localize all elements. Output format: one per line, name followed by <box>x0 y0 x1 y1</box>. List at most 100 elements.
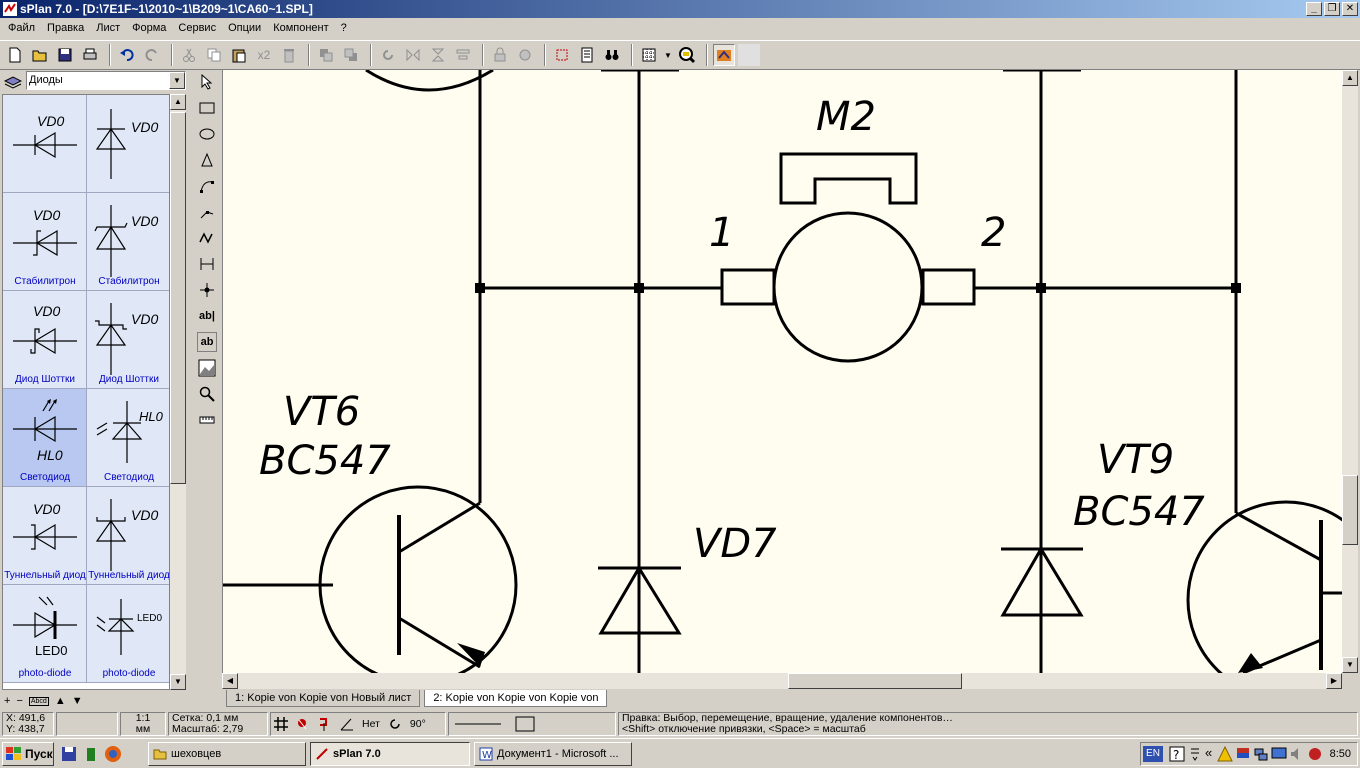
ungroup-icon[interactable] <box>514 44 536 66</box>
move-down-button[interactable]: ▼ <box>71 695 83 707</box>
save-icon[interactable] <box>54 44 76 66</box>
horizontal-scroll-thumb[interactable] <box>788 673 962 689</box>
library-item-tunnel[interactable]: VD0 Туннельный диод <box>3 487 87 585</box>
line-width-preview-icon[interactable] <box>455 722 501 726</box>
tray-expand-chevron-icon[interactable]: « <box>1205 745 1213 760</box>
library-item-schottky-vertical[interactable]: VD0 Диод Шоттки <box>87 291 169 389</box>
scroll-down-arrow-icon[interactable]: ▼ <box>170 674 186 690</box>
add-library-button[interactable]: + <box>4 695 11 707</box>
new-file-icon[interactable] <box>4 44 26 66</box>
menu-service[interactable]: Сервис <box>178 22 217 34</box>
wire-tool-icon[interactable] <box>197 228 217 248</box>
menu-help[interactable]: ? <box>340 22 347 34</box>
sheet-tab-2[interactable]: 2: Kopie von Kopie von Kopie von <box>424 690 608 707</box>
library-item-schottky[interactable]: VD0 Диод Шоттки <box>3 291 87 389</box>
menu-component[interactable]: Компонент <box>273 22 329 34</box>
save-quicklaunch-icon[interactable] <box>60 745 78 763</box>
rotate-icon[interactable] <box>377 44 399 66</box>
taskbar-word[interactable]: W Документ1 - Microsoft ... <box>474 742 632 766</box>
library-item-zener-vertical[interactable]: VD0 Стабилитрон <box>87 193 169 291</box>
binoculars-icon[interactable] <box>601 44 623 66</box>
grid-dropdown-chevron-down-icon[interactable]: ▼ <box>664 50 672 60</box>
help-icon[interactable]: ? <box>1169 746 1185 762</box>
rectangle-tool-icon[interactable] <box>197 98 217 118</box>
drawing-canvas[interactable]: M2 1 2 VT6 BC547 VD7 VT9 BC547 <box>222 70 1342 673</box>
magnifier-tool-icon[interactable] <box>197 384 217 404</box>
remove-library-button[interactable]: − <box>16 695 23 707</box>
polygon-tool-icon[interactable] <box>197 150 217 170</box>
security-tray-icon[interactable] <box>1307 746 1323 762</box>
pointer-tool-icon[interactable] <box>197 72 217 92</box>
zoom-icon[interactable] <box>676 44 698 66</box>
library-item-diode[interactable]: VD0 <box>3 95 87 193</box>
ellipse-tool-icon[interactable] <box>197 124 217 144</box>
ruler-tool-icon[interactable] <box>197 410 217 430</box>
open-folder-icon[interactable] <box>29 44 51 66</box>
cut-icon[interactable] <box>178 44 200 66</box>
vertical-scroll-thumb[interactable] <box>1342 475 1358 545</box>
rotation-step-value[interactable]: 90° <box>409 717 426 730</box>
close-button[interactable]: ✕ <box>1342 2 1358 16</box>
language-indicator[interactable]: EN <box>1143 746 1163 762</box>
scroll-up-arrow-icon[interactable]: ▲ <box>1342 70 1358 86</box>
library-item-diode-vertical[interactable]: VD0 <box>87 95 169 193</box>
bring-front-icon[interactable] <box>315 44 337 66</box>
tray-options-icon[interactable] <box>1189 746 1201 762</box>
textbox-tool-button[interactable]: ab <box>197 332 217 352</box>
move-up-button[interactable]: ▲ <box>54 695 66 707</box>
scroll-down-arrow-icon[interactable]: ▼ <box>1342 657 1358 673</box>
text-tool-button[interactable]: ab| <box>199 310 215 322</box>
firefox-icon[interactable] <box>104 745 122 763</box>
library-dropdown[interactable]: Диоды ▼ <box>26 71 186 90</box>
junction-tool-icon[interactable] <box>197 280 217 300</box>
library-item-tunnel-vertical[interactable]: VD0 Туннельный диод <box>87 487 169 585</box>
menu-file[interactable]: Файл <box>8 22 36 34</box>
battery-quicklaunch-icon[interactable] <box>82 745 100 763</box>
library-item-led-vertical[interactable]: HL0 Светодиод <box>87 389 169 487</box>
mirror-vertical-icon[interactable] <box>427 44 449 66</box>
taskbar-splan[interactable]: sPlan 7.0 <box>310 742 470 766</box>
send-back-icon[interactable] <box>340 44 362 66</box>
alert-tray-icon[interactable] <box>1217 746 1233 762</box>
fill-preview-icon[interactable] <box>515 716 535 732</box>
start-button[interactable]: Пуск <box>2 742 54 766</box>
magnet-icon[interactable] <box>318 717 332 731</box>
bezier-tool-icon[interactable] <box>197 176 217 196</box>
sheet-tab-1[interactable]: 1: Kopie von Kopie von Новый лист <box>226 690 421 707</box>
library-item-photodiode[interactable]: LED0 photo-diode <box>3 585 87 683</box>
redo-icon[interactable] <box>141 44 163 66</box>
grid-snap-icon[interactable] <box>274 717 288 731</box>
parts-list-icon[interactable] <box>576 44 598 66</box>
monitor-tray-icon[interactable] <box>1271 746 1287 762</box>
undo-icon[interactable] <box>116 44 138 66</box>
library-item-zener[interactable]: VD0 Стабилитрон <box>3 193 87 291</box>
angle-icon[interactable] <box>340 717 354 731</box>
scroll-right-arrow-icon[interactable]: ▶ <box>1326 673 1342 689</box>
scroll-left-arrow-icon[interactable]: ◀ <box>222 673 238 689</box>
image-tool-icon[interactable] <box>197 358 217 378</box>
minimize-button[interactable]: _ <box>1306 2 1322 16</box>
restore-button[interactable]: ❐ <box>1324 2 1340 16</box>
library-scrollbar[interactable]: ▲ ▼ <box>170 94 186 690</box>
line-tool-icon[interactable] <box>197 202 217 222</box>
library-scroll-thumb[interactable] <box>170 112 186 484</box>
copy-icon[interactable] <box>203 44 225 66</box>
library-toggle-icon[interactable] <box>713 44 735 66</box>
library-item-led[interactable]: HL0 Светодиод <box>3 389 87 487</box>
align-icon[interactable] <box>452 44 474 66</box>
line-style[interactable] <box>448 712 616 736</box>
volume-tray-icon[interactable] <box>1289 746 1305 762</box>
zoom-ratio[interactable]: 1:1 мм <box>120 712 166 736</box>
delete-icon[interactable] <box>278 44 300 66</box>
menu-sheet[interactable]: Лист <box>96 22 121 34</box>
group-icon[interactable] <box>489 44 511 66</box>
print-icon[interactable] <box>79 44 101 66</box>
menu-options[interactable]: Опции <box>228 22 262 34</box>
flag-tray-icon[interactable] <box>1235 746 1251 762</box>
library-item-photodiode-vertical[interactable]: LED0 photo-diode <box>87 585 169 683</box>
chevron-down-icon[interactable]: ▼ <box>169 72 185 89</box>
taskbar-folder[interactable]: шеховцев <box>148 742 306 766</box>
rotate-step-icon[interactable] <box>388 717 402 731</box>
duplicate-x2-button[interactable]: x2 <box>257 48 271 62</box>
angle-snap-value[interactable]: Нет <box>362 717 380 730</box>
